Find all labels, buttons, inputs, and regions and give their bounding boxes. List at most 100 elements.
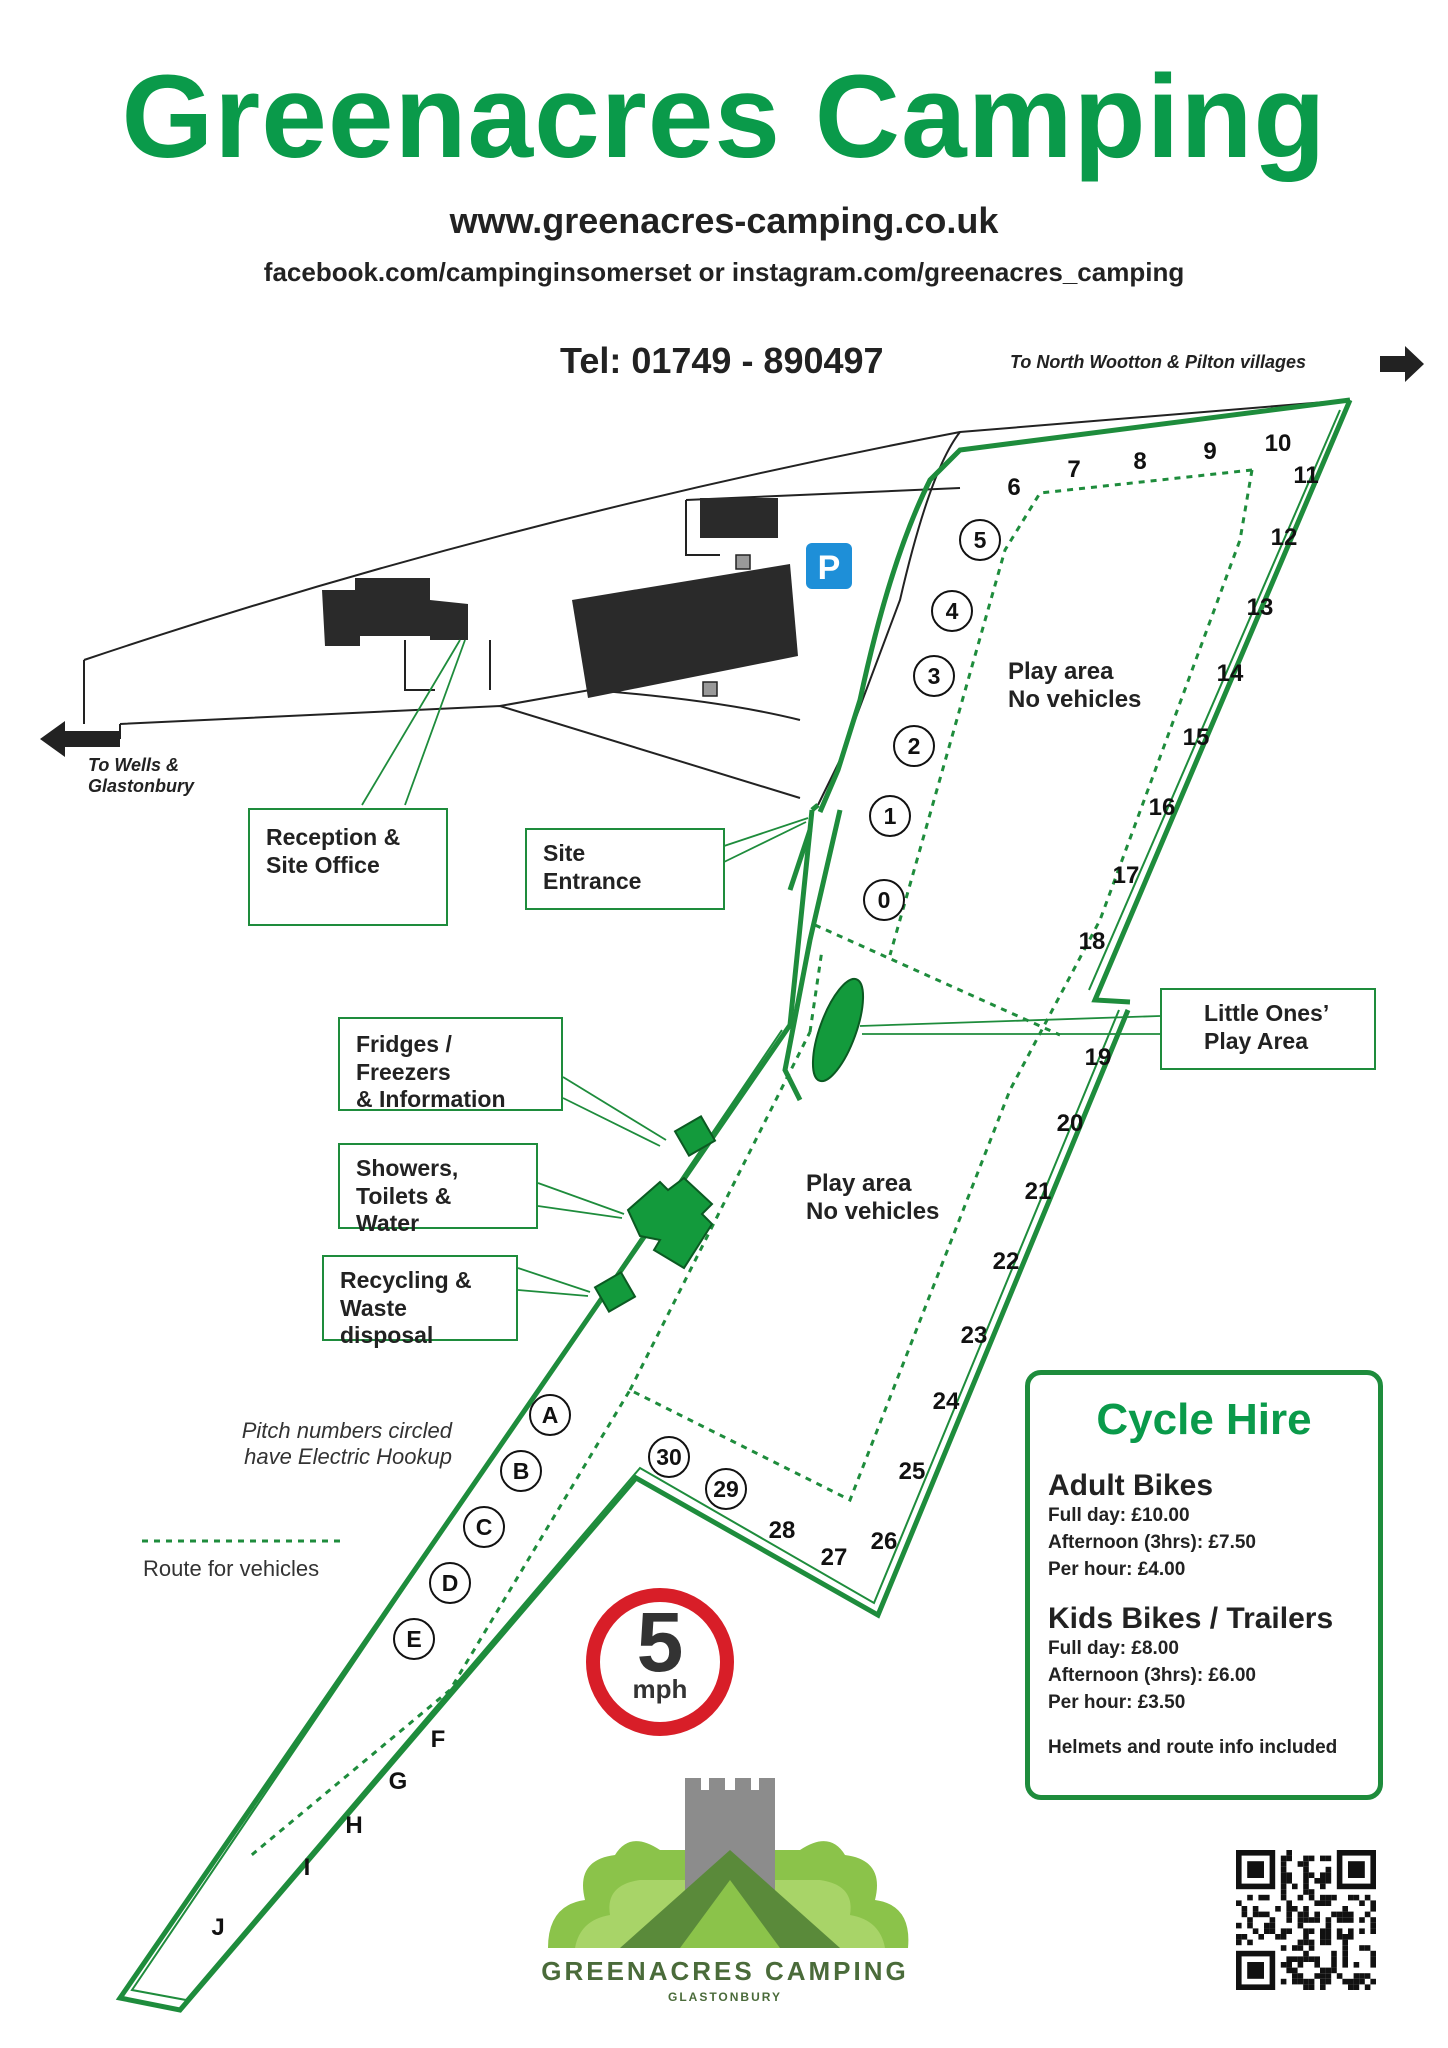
recycling-label-line1: Recycling & <box>340 1267 472 1293</box>
pitch-F[interactable]: F <box>430 1726 446 1753</box>
route-legend-line <box>142 1539 342 1543</box>
play-area-upper-line2: No vehicles <box>1008 685 1142 713</box>
little-ones-play-area <box>811 977 865 1083</box>
pitch-26[interactable]: 26 <box>870 1528 898 1555</box>
fridges-block <box>673 1115 717 1157</box>
speed-limit-number: 5 <box>636 1595 684 1689</box>
reception-label: Reception & Site Office <box>248 808 448 926</box>
pitch-19[interactable]: 19 <box>1084 1044 1112 1071</box>
pitch-21[interactable]: 21 <box>1024 1178 1052 1205</box>
cycle-hire-footer: Helmets and route info included <box>1048 1736 1338 1758</box>
pitch-C[interactable]: C <box>463 1506 505 1548</box>
pitch-G[interactable]: G <box>388 1768 408 1795</box>
cycle-hire-title: Cycle Hire <box>1096 1395 1312 1444</box>
little-ones-label: Little Ones’ Play Area <box>1160 988 1376 1070</box>
arrow-west-icon <box>40 721 120 757</box>
page-title: Greenacres Camping <box>121 51 1327 183</box>
pitch-20[interactable]: 20 <box>1056 1110 1084 1137</box>
greenacres-logo <box>548 1778 909 1948</box>
pitch-6[interactable]: 6 <box>1007 474 1021 501</box>
field-boundary <box>115 397 1353 2013</box>
kids-afternoon: Afternoon (3hrs): £6.00 <box>1048 1664 1256 1686</box>
pitch-A[interactable]: A <box>529 1394 571 1436</box>
site-entrance-label: Site Entrance <box>525 828 725 910</box>
showers-label: Showers, Toilets & Water <box>338 1143 538 1236</box>
barn-building <box>700 498 778 538</box>
pitch-22[interactable]: 22 <box>992 1248 1020 1275</box>
pitch-10[interactable]: 10 <box>1264 430 1292 457</box>
buildings <box>322 498 798 698</box>
direction-arrows <box>40 346 1424 757</box>
little-ones-line2: Play Area <box>1204 1027 1308 1054</box>
svg-text:P: P <box>818 549 841 587</box>
fridges-label: Fridges / Freezers & Information <box>338 1017 563 1113</box>
pitch-3[interactable]: 3 <box>913 655 955 697</box>
direction-west-line2: Glastonbury <box>88 775 195 796</box>
pitch-I[interactable]: I <box>303 1854 311 1881</box>
pitch-H[interactable]: H <box>345 1812 363 1839</box>
pitch-2[interactable]: 2 <box>893 725 935 767</box>
little-ones-line1: Little Ones’ <box>1204 1000 1330 1026</box>
qr-code <box>1236 1850 1376 1990</box>
kids-bikes-heading: Kids Bikes / Trailers <box>1048 1601 1334 1635</box>
speed-limit-sign <box>586 1588 734 1736</box>
phone-number: Tel: 01749 - 890497 <box>560 340 884 381</box>
website-link[interactable]: www.greenacres-camping.co.uk <box>449 200 999 241</box>
electric-hookup-note-line1: Pitch numbers circled <box>241 1418 452 1443</box>
small-shed-1 <box>735 554 751 570</box>
pitch-4[interactable]: 4 <box>931 590 973 632</box>
pitch-16[interactable]: 16 <box>1148 794 1176 821</box>
adult-bikes-heading: Adult Bikes <box>1048 1469 1214 1502</box>
reception-label-line1: Reception & <box>266 824 401 850</box>
direction-west-line1: To Wells & <box>88 755 180 775</box>
pitch-B[interactable]: B <box>500 1450 542 1492</box>
pitch-12[interactable]: 12 <box>1270 524 1298 551</box>
pitch-23[interactable]: 23 <box>960 1322 988 1349</box>
pitch-J[interactable]: J <box>211 1914 225 1941</box>
pitch-8[interactable]: 8 <box>1133 448 1147 475</box>
pitch-9[interactable]: 9 <box>1203 438 1217 465</box>
play-area-lower-line2: No vehicles <box>806 1197 940 1225</box>
social-links[interactable]: facebook.com/campinginsomerset or instag… <box>263 257 1185 287</box>
cycle-hire-panel: Cycle Hire Adult Bikes Full day: £10.00 … <box>1025 1370 1383 1800</box>
pitch-D[interactable]: D <box>429 1562 471 1604</box>
play-area-upper-line1: Play area <box>1008 658 1114 685</box>
pitch-27[interactable]: 27 <box>820 1544 848 1571</box>
pitch-18[interactable]: 18 <box>1078 928 1106 955</box>
fridges-label-line2: & Information <box>356 1086 506 1113</box>
pitch-E[interactable]: E <box>393 1618 435 1660</box>
direction-west: To Wells & Glastonbury <box>88 755 194 796</box>
main-barn <box>572 564 798 698</box>
play-area-lower-line1: Play area <box>806 1170 912 1197</box>
pitch-5[interactable]: 5 <box>959 519 1001 561</box>
pitch-7[interactable]: 7 <box>1067 456 1081 483</box>
play-area-upper: Play area No vehicles <box>1008 658 1141 713</box>
pitch-29[interactable]: 29 <box>705 1468 747 1510</box>
pitch-17[interactable]: 17 <box>1112 862 1140 889</box>
pitch-14[interactable]: 14 <box>1216 660 1244 687</box>
adult-per-hour: Per hour: £4.00 <box>1048 1558 1186 1580</box>
showers-label-line2: Toilets & Water <box>356 1182 452 1237</box>
showers-block <box>626 1176 714 1270</box>
pitch-1[interactable]: 1 <box>869 795 911 837</box>
pitch-11[interactable]: 11 <box>1293 462 1319 489</box>
pitch-25[interactable]: 25 <box>898 1458 926 1485</box>
kids-per-hour: Per hour: £3.50 <box>1048 1691 1186 1713</box>
pitch-30[interactable]: 30 <box>648 1436 690 1478</box>
direction-north: To North Wootton & Pilton villages <box>1010 352 1306 372</box>
pitch-15[interactable]: 15 <box>1182 724 1210 751</box>
adult-afternoon: Afternoon (3hrs): £7.50 <box>1048 1531 1256 1553</box>
logo-location: GLASTONBURY <box>667 1990 782 2004</box>
field-boundary-inner <box>130 409 1341 2002</box>
pitch-28[interactable]: 28 <box>768 1517 796 1544</box>
recycling-label: Recycling & Waste disposal <box>322 1255 518 1348</box>
electric-hookup-note: Pitch numbers circled have Electric Hook… <box>190 1418 452 1471</box>
site-entrance-line1: Site <box>543 840 586 866</box>
recycling-block <box>593 1271 637 1313</box>
reception-label-line2: Site Office <box>266 851 380 878</box>
pitch-0[interactable]: 0 <box>863 879 905 921</box>
adult-full-day: Full day: £10.00 <box>1048 1505 1190 1526</box>
pitch-13[interactable]: 13 <box>1246 594 1274 621</box>
pitch-24[interactable]: 24 <box>932 1388 960 1415</box>
